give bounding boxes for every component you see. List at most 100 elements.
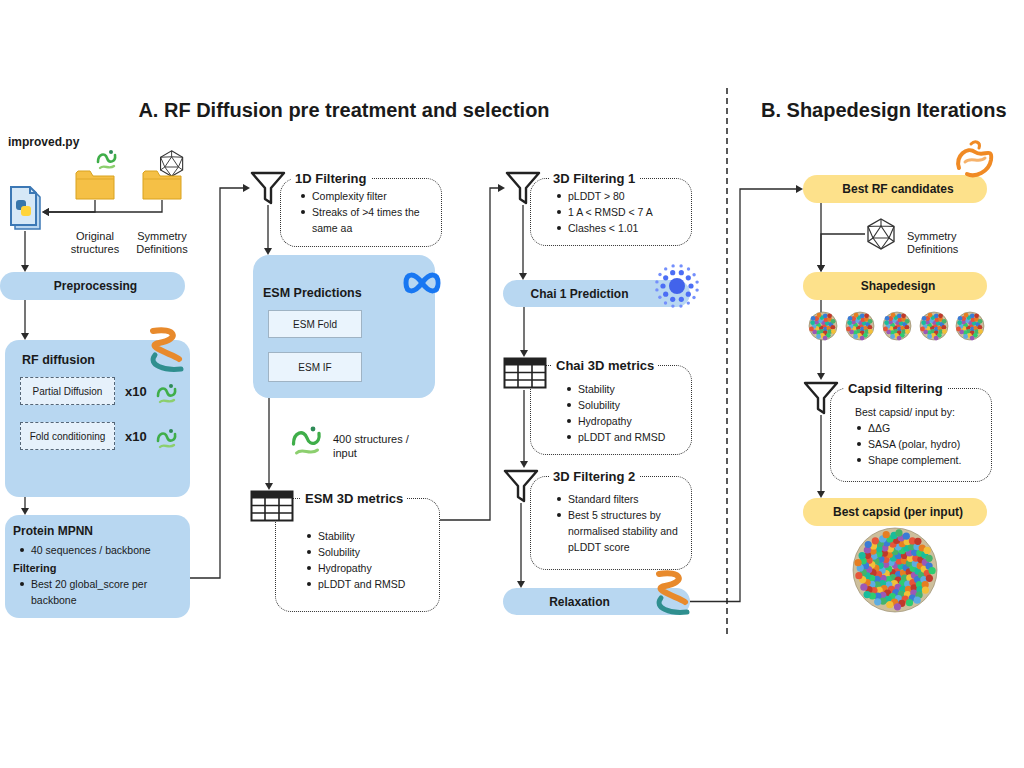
bullet-item: Hydropathy bbox=[318, 560, 432, 576]
filter-heading: 3D Filtering 1 bbox=[549, 171, 639, 187]
protein-icon bbox=[294, 427, 320, 453]
capsid-illustration bbox=[846, 312, 874, 341]
capsid-subunit bbox=[974, 313, 979, 318]
protein-icon bbox=[155, 427, 179, 451]
bullet-item: Streaks of >4 times the same aa bbox=[312, 204, 434, 236]
protein-icon bbox=[98, 150, 115, 168]
panel-heading: RF diffusion bbox=[22, 352, 173, 368]
capsid-subunit bbox=[942, 329, 947, 334]
folder-icon bbox=[75, 168, 115, 200]
arrow-head bbox=[243, 184, 250, 192]
connector bbox=[517, 503, 525, 588]
capsid-subunit bbox=[958, 316, 963, 321]
heading-row: 1D Filtering bbox=[291, 170, 442, 186]
filter-funnel-icon bbox=[250, 170, 286, 206]
arrow-head bbox=[817, 265, 825, 272]
section-divider bbox=[726, 88, 728, 635]
capsid-subunit bbox=[922, 587, 929, 594]
capsid-subunit bbox=[890, 334, 895, 339]
filter-box: Chai 3D metricsStabilitySolubilityHydrop… bbox=[503, 357, 692, 455]
capsid-subunit bbox=[914, 597, 921, 604]
capsid-subunit bbox=[978, 329, 983, 334]
capsid-subunit bbox=[868, 325, 873, 330]
connector bbox=[42, 200, 162, 216]
panel-heading: Protein MPNN bbox=[13, 523, 182, 539]
capsid-body bbox=[920, 312, 948, 340]
capsid-subunit bbox=[865, 541, 872, 548]
connector bbox=[817, 234, 865, 272]
table-icon bbox=[503, 357, 547, 389]
process-panel: Protein MPNN40 sequences / backboneFilte… bbox=[5, 515, 190, 618]
chai-logo bbox=[653, 262, 701, 310]
connector bbox=[265, 398, 273, 490]
arrow-head bbox=[264, 248, 272, 255]
multiplier: x10 bbox=[125, 384, 147, 400]
connector-line bbox=[440, 188, 499, 520]
capsid-subunit bbox=[811, 316, 816, 321]
connector bbox=[519, 205, 527, 280]
arrow-head bbox=[796, 185, 803, 193]
dotted-frame bbox=[530, 476, 692, 570]
method-label: ESM Fold bbox=[293, 319, 337, 330]
connector bbox=[42, 200, 95, 216]
capsid-subunit bbox=[942, 325, 947, 330]
connector-line bbox=[24, 231, 25, 266]
arrow-head bbox=[21, 265, 29, 272]
capsid-subunit bbox=[926, 555, 933, 562]
capsid-subunit bbox=[922, 316, 927, 321]
bullet-item: Clashes < 1.01 bbox=[568, 220, 684, 236]
connector-line bbox=[520, 503, 521, 582]
connector-line bbox=[24, 300, 25, 334]
protein-ribbon-icon bbox=[145, 325, 189, 375]
filter-box: 3D Filtering 2Standard filtersBest 5 str… bbox=[503, 468, 692, 570]
connector bbox=[520, 307, 528, 357]
capsid-subunit bbox=[855, 572, 862, 579]
connector-line bbox=[820, 415, 821, 492]
arrow-head bbox=[817, 373, 825, 380]
capsid-subunit bbox=[883, 531, 890, 538]
filter-note: Best capsid/ input by: bbox=[855, 404, 984, 420]
capsid-subunit bbox=[872, 537, 879, 544]
filter-heading: Capsid filtering bbox=[844, 381, 947, 397]
capsid-subunit bbox=[964, 313, 969, 318]
capsid-subunit bbox=[978, 325, 983, 330]
bullet-item: SASA (polar, hydro) bbox=[868, 436, 984, 452]
protein-icon bbox=[155, 382, 179, 406]
capsid-subunit bbox=[886, 601, 893, 608]
bullet-item: 1 A < RMSD < 7 A bbox=[568, 204, 684, 220]
filter-heading: 1D Filtering bbox=[291, 171, 371, 187]
process-pill: Relaxation bbox=[503, 588, 690, 615]
bullet-item: Complexity filter bbox=[312, 188, 434, 204]
process-panel: RF diffusionPartial DiffusionFold condit… bbox=[5, 340, 190, 497]
connector bbox=[690, 185, 803, 602]
heading-row: 3D Filtering 1 bbox=[549, 170, 692, 186]
arrow-head bbox=[42, 208, 49, 216]
connector-line bbox=[268, 398, 269, 484]
filter-heading: Chai 3D metrics bbox=[552, 358, 658, 374]
capsid-subunit bbox=[921, 320, 926, 325]
process-pill: Preprocessing bbox=[0, 272, 185, 300]
arrow-head bbox=[520, 350, 528, 357]
method-box: Fold conditioning bbox=[20, 422, 115, 450]
capsid-subunit bbox=[956, 327, 961, 332]
capsid-subunit bbox=[927, 334, 932, 339]
step-label: Best RF candidates bbox=[842, 182, 953, 196]
arrow-head bbox=[519, 273, 527, 280]
count-note: 400 structures / input bbox=[333, 432, 415, 460]
icosahedron-icon bbox=[161, 151, 183, 177]
capsid-subunit bbox=[883, 327, 888, 332]
process-pill: Best RF candidates bbox=[803, 175, 987, 203]
capsid-subunit bbox=[831, 329, 836, 334]
capsid-subunit bbox=[859, 552, 866, 559]
capsid-subunit bbox=[827, 313, 832, 318]
section-title: B. Shapedesign Iterations bbox=[761, 98, 1007, 123]
connector-line bbox=[522, 205, 523, 274]
connector bbox=[190, 184, 250, 578]
arrow-head bbox=[498, 184, 505, 192]
capsid-subunit bbox=[860, 336, 865, 341]
method-label: Partial Diffusion bbox=[33, 386, 103, 397]
arrow-head bbox=[817, 265, 825, 272]
heading-row: 3D Filtering 2 bbox=[549, 468, 692, 484]
capsid-subunit bbox=[847, 320, 852, 325]
